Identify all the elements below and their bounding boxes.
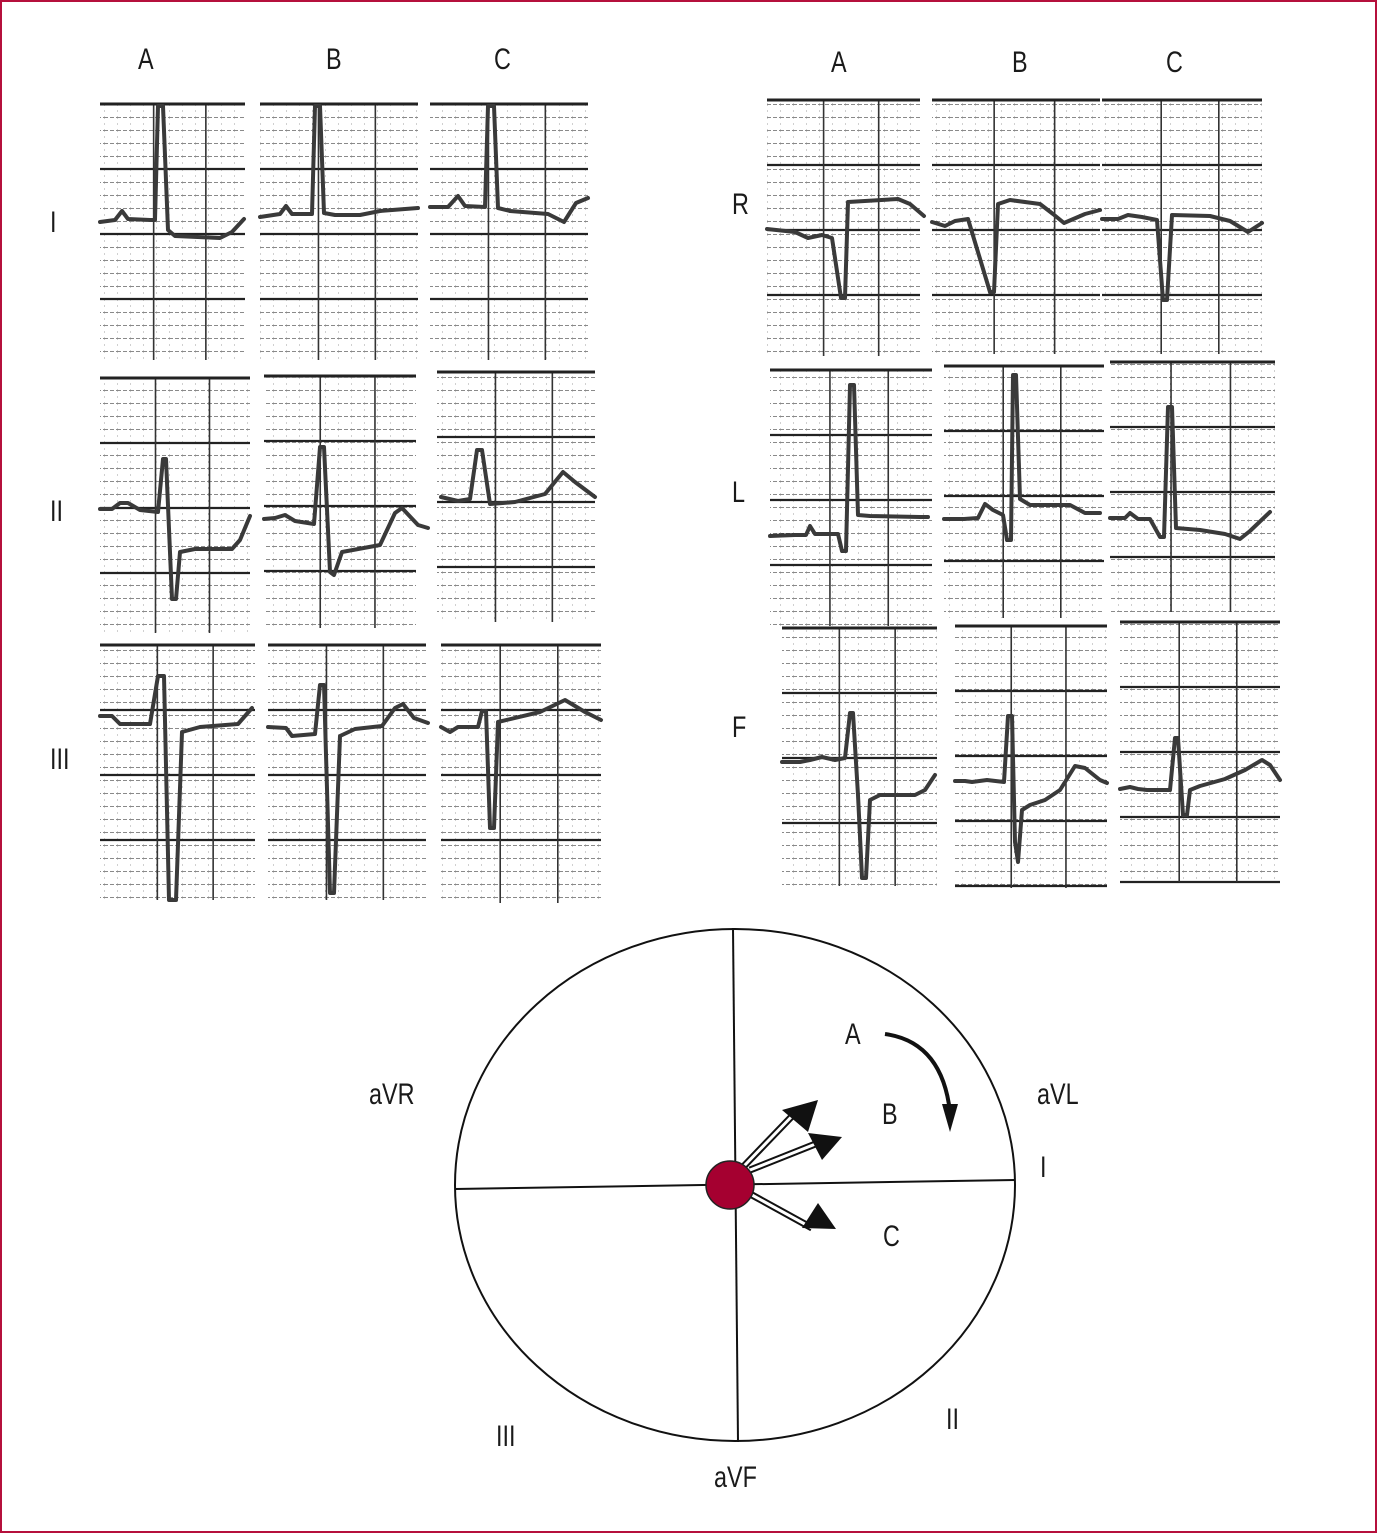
ecg-i-a-strip — [100, 102, 245, 360]
vector-label-a: A — [845, 1018, 861, 1051]
center-dot — [705, 1160, 755, 1210]
ecg-trace — [1118, 736, 1282, 817]
vector-label-c: C — [883, 1220, 900, 1253]
axis-circle — [454, 928, 1016, 1442]
ecg-i-c-strip — [430, 102, 588, 360]
left-col-header-b: B — [326, 43, 342, 76]
ecg-trace — [1108, 405, 1272, 541]
ecg-trace — [262, 445, 430, 577]
ecg-r-a-strip — [767, 98, 920, 356]
ecg-trace — [258, 104, 420, 219]
left-col-header-c: C — [494, 43, 511, 76]
ecg-ii-c-strip — [437, 370, 595, 622]
ecg-trace — [930, 198, 1102, 294]
ecg-l-b-strip — [944, 364, 1104, 618]
ecg-f-b-strip — [955, 624, 1107, 888]
ecg-trace — [439, 698, 603, 830]
ecg-trace — [765, 197, 926, 300]
ecg-iii-b-strip — [268, 643, 426, 900]
vector-label-b: B — [882, 1098, 898, 1131]
ecg-trace — [768, 383, 930, 553]
ecg-trace — [266, 683, 430, 895]
ecg-ii-b-strip — [264, 374, 416, 628]
lead-label-avl: aVL — [1037, 1078, 1079, 1111]
clockwise-arrow-icon — [884, 1032, 958, 1132]
left-col-header-a: A — [138, 43, 154, 76]
ecg-trace — [98, 674, 254, 902]
ecg-trace — [1100, 213, 1264, 302]
right-row-label-f: F — [732, 711, 747, 744]
left-row-label-ii: II — [50, 495, 64, 528]
right-row-label-l: L — [732, 476, 746, 509]
ecg-f-c-strip — [1120, 620, 1280, 884]
ecg-trace — [953, 714, 1109, 864]
ecg-trace — [439, 448, 597, 506]
ecg-trace — [98, 457, 252, 601]
ecg-l-c-strip — [1110, 360, 1275, 612]
ecg-iii-c-strip — [441, 643, 601, 903]
ecg-trace — [942, 373, 1102, 542]
ecg-r-c-strip — [1102, 98, 1262, 354]
ecg-r-b-strip — [932, 98, 1100, 354]
ecg-trace — [428, 104, 590, 224]
ecg-trace — [780, 711, 937, 880]
left-row-label-iii: III — [50, 743, 70, 776]
lead-label-avr: aVR — [369, 1078, 415, 1111]
vector-arrow-b — [748, 1133, 842, 1174]
vector-arrow-c — [750, 1191, 836, 1232]
lead-label-ii: II — [946, 1403, 960, 1436]
lead-label-iii: III — [496, 1420, 516, 1453]
left-row-label-i: I — [50, 206, 57, 239]
right-row-label-r: R — [732, 188, 749, 221]
right-col-header-a: A — [831, 46, 847, 79]
ecg-i-b-strip — [260, 102, 418, 360]
ecg-trace — [98, 104, 246, 240]
lead-label-avf: aVF — [714, 1461, 757, 1494]
right-col-header-b: B — [1012, 46, 1028, 79]
vector-arrow-a — [741, 1100, 818, 1169]
right-col-header-c: C — [1166, 46, 1183, 79]
lead-label-i: I — [1040, 1151, 1047, 1184]
